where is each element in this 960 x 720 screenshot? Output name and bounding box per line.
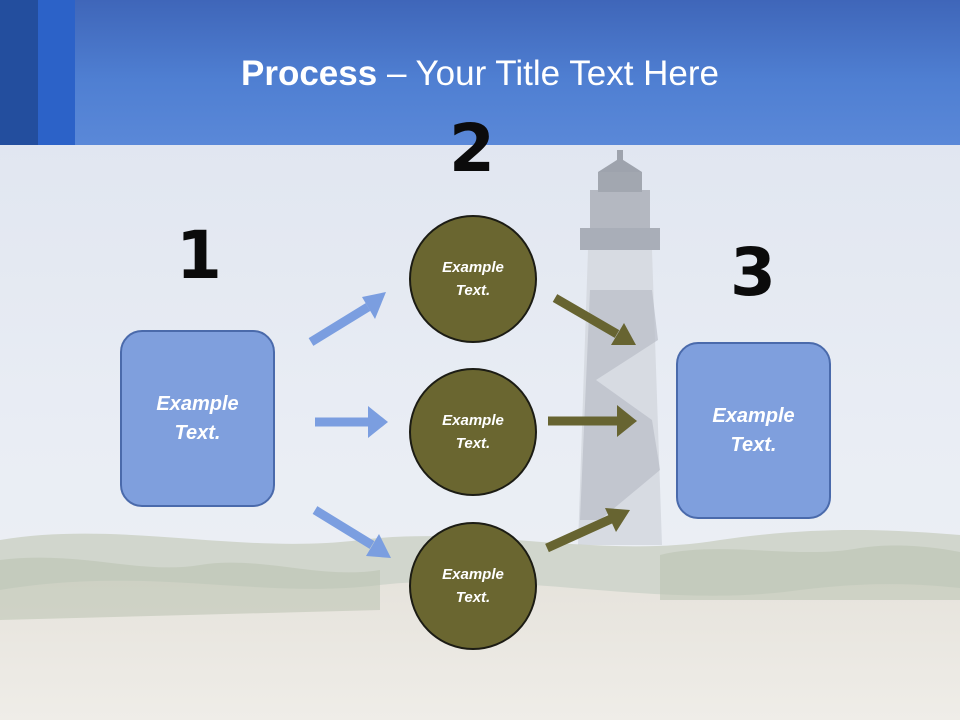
arrow-top-to-step3-head bbox=[611, 323, 636, 345]
arrow-step1-to-top bbox=[308, 303, 371, 346]
step-number-1: 1 bbox=[176, 217, 222, 294]
title-rest: – Your Title Text Here bbox=[377, 54, 719, 93]
arrow-bottom-to-step3-head bbox=[605, 508, 630, 532]
step2-circle-middle[interactable]: Example Text. bbox=[409, 368, 537, 496]
arrow-middle-to-step3-head bbox=[617, 405, 637, 437]
step2-circle-top-text: Example Text. bbox=[442, 259, 504, 299]
step-number-3: 3 bbox=[730, 234, 776, 311]
step3-box-text: Example Text. bbox=[712, 404, 795, 456]
arrow-step1-to-top-head bbox=[362, 292, 386, 319]
arrow-bottom-to-step3 bbox=[545, 514, 613, 553]
slide-title: Process – Your Title Text Here bbox=[0, 52, 960, 96]
step2-circle-bottom[interactable]: Example Text. bbox=[409, 522, 537, 650]
title-bar-accent-dark bbox=[0, 0, 38, 145]
step3-box[interactable]: Example Text. bbox=[676, 342, 831, 519]
blue-arrows bbox=[308, 292, 391, 558]
step2-circle-bottom-text: Example Text. bbox=[442, 566, 504, 606]
title-bold: Process bbox=[241, 54, 378, 93]
step2-circle-top[interactable]: Example Text. bbox=[409, 215, 537, 343]
arrow-step1-to-middle-head bbox=[368, 406, 388, 438]
step2-circle-middle-text: Example Text. bbox=[442, 412, 504, 452]
olive-arrows bbox=[545, 294, 637, 553]
arrow-step1-to-bottom bbox=[312, 506, 375, 549]
step1-box[interactable]: Example Text. bbox=[120, 330, 275, 507]
arrow-step1-to-bottom-head bbox=[366, 534, 391, 558]
title-bar: Process – Your Title Text Here bbox=[0, 0, 960, 145]
step1-box-text: Example Text. bbox=[156, 392, 239, 444]
title-bar-accent-light bbox=[38, 0, 75, 145]
step-number-2: 2 bbox=[449, 110, 495, 187]
arrow-top-to-step3 bbox=[552, 294, 620, 338]
